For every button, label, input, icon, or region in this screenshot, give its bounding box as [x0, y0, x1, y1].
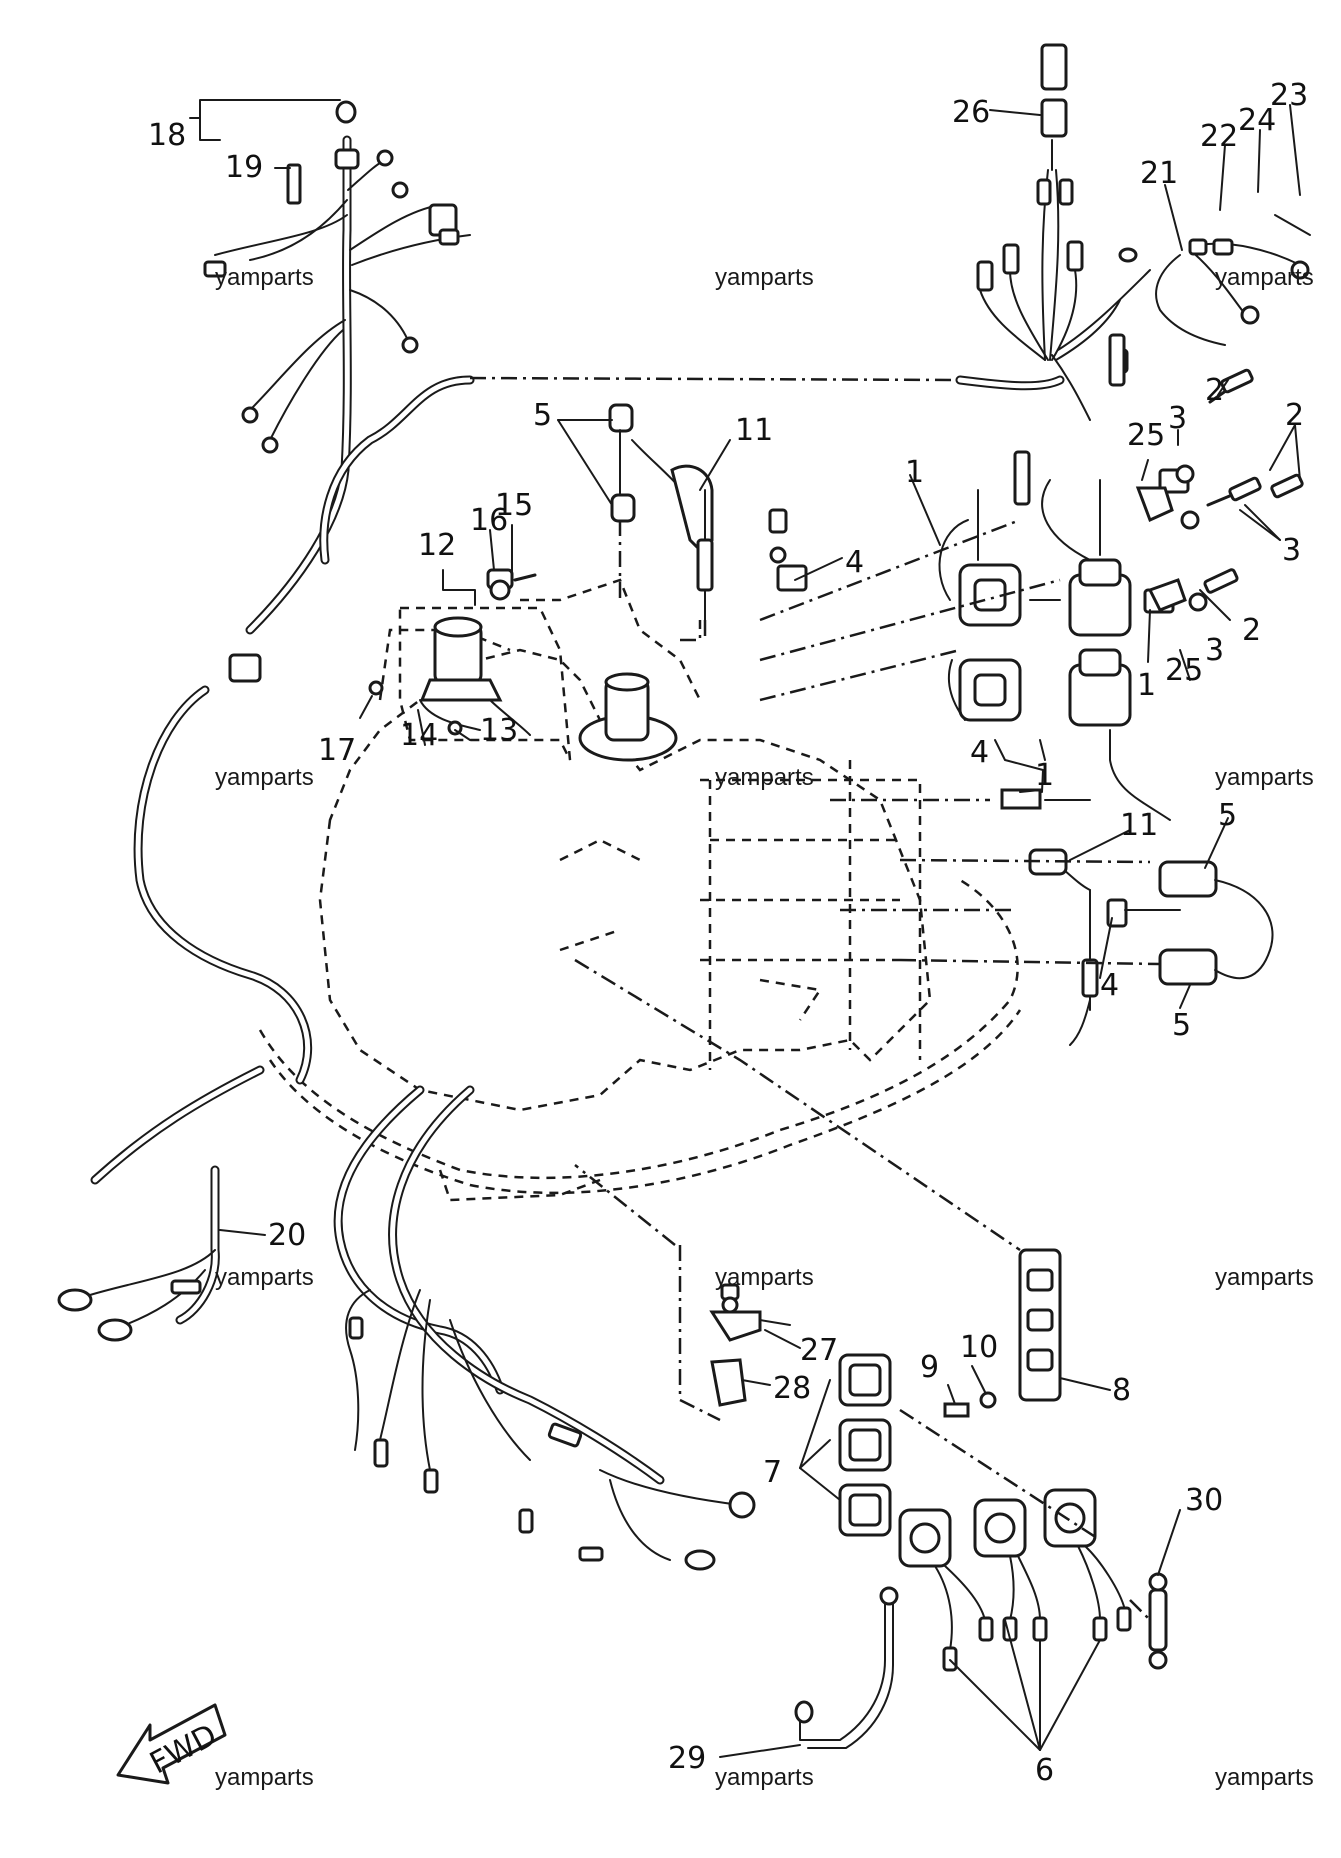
ground-leads	[794, 1572, 1168, 1749]
callout-17: 17	[318, 733, 356, 768]
watermark: yamparts	[715, 264, 814, 291]
callout-24: 24	[1238, 103, 1276, 138]
watermark: yamparts	[1215, 764, 1314, 791]
callout-1-c: 1	[1035, 758, 1054, 793]
callout-26: 26	[952, 95, 990, 130]
callout-21: 21	[1140, 156, 1178, 191]
callout-15: 15	[495, 488, 533, 523]
watermark: yamparts	[215, 764, 314, 791]
watermarks: yamparts yamparts yamparts yamparts yamp…	[215, 264, 1314, 1791]
ignition-coils	[938, 333, 1304, 821]
callout-2-a: 2	[1205, 373, 1224, 408]
cdi-unit-group	[678, 1245, 1062, 1537]
callout-5-top: 5	[533, 398, 552, 433]
watermark: yamparts	[715, 1764, 814, 1791]
harness-top-right	[955, 43, 1310, 421]
watermark: yamparts	[1215, 264, 1314, 291]
callout-5-right: 5	[1218, 798, 1237, 833]
callout-11-top: 11	[735, 413, 773, 448]
pulser-coils	[898, 1488, 1132, 1672]
leader-lines	[469, 376, 1161, 1621]
watermark: yamparts	[215, 1764, 314, 1791]
callout-1-a: 1	[905, 455, 924, 490]
harness-loop-left	[90, 685, 313, 1325]
callout-10: 10	[960, 1330, 998, 1365]
watermark: yamparts	[715, 764, 814, 791]
callout-14: 14	[400, 718, 438, 753]
callout-2-b: 2	[1285, 398, 1304, 433]
callout-4-b: 4	[970, 735, 989, 770]
watermark: yamparts	[1215, 1264, 1314, 1291]
callout-6: 6	[1035, 1753, 1054, 1788]
callout-3-c: 3	[1205, 633, 1224, 668]
starter-relay-assembly	[368, 568, 572, 761]
callout-3-b: 3	[1282, 533, 1301, 568]
callout-4-c: 4	[1100, 968, 1119, 1003]
watermark: yamparts	[1215, 1764, 1314, 1791]
watermark: yamparts	[215, 264, 314, 291]
callout-4-a: 4	[845, 545, 864, 580]
callout-27: 27	[800, 1333, 838, 1368]
callout-25-a: 25	[1127, 418, 1165, 453]
callout-12: 12	[418, 528, 456, 563]
engine-block-outline	[318, 578, 932, 1112]
callout-20: 20	[268, 1218, 306, 1253]
callout-numbers: 18 19 26 23 24 22 21 5 11 2 3 25 2 1 3 4…	[148, 78, 1308, 1788]
callout-8: 8	[1112, 1373, 1131, 1408]
callout-13: 13	[480, 713, 518, 748]
callout-25-b: 25	[1165, 653, 1203, 688]
callout-28: 28	[773, 1371, 811, 1406]
callout-29: 29	[668, 1741, 706, 1776]
fwd-direction-arrow: FWD	[116, 1703, 227, 1785]
callout-5-lower: 5	[1172, 1008, 1191, 1043]
callout-19: 19	[225, 150, 263, 185]
callout-leaders	[189, 99, 1311, 1758]
lower-cowling-outline	[258, 878, 1022, 1202]
wire-harness-main	[203, 100, 475, 683]
callout-16: 16	[470, 503, 508, 538]
callout-9: 9	[920, 1350, 939, 1385]
callout-1-b: 1	[1137, 668, 1156, 703]
callout-2-c: 2	[1242, 613, 1261, 648]
callout-18: 18	[148, 118, 186, 153]
battery-cable	[57, 1249, 216, 1342]
callout-22: 22	[1200, 119, 1238, 154]
harness-lower-loop	[333, 1085, 756, 1571]
watermark: yamparts	[715, 1264, 814, 1291]
callout-7: 7	[763, 1455, 782, 1490]
callout-30: 30	[1185, 1483, 1223, 1518]
callout-11-right: 11	[1120, 808, 1158, 843]
callout-23: 23	[1270, 78, 1308, 113]
fwd-label: FWD	[144, 1718, 222, 1782]
watermark: yamparts	[215, 1264, 314, 1291]
callout-3-a: 3	[1168, 401, 1187, 436]
